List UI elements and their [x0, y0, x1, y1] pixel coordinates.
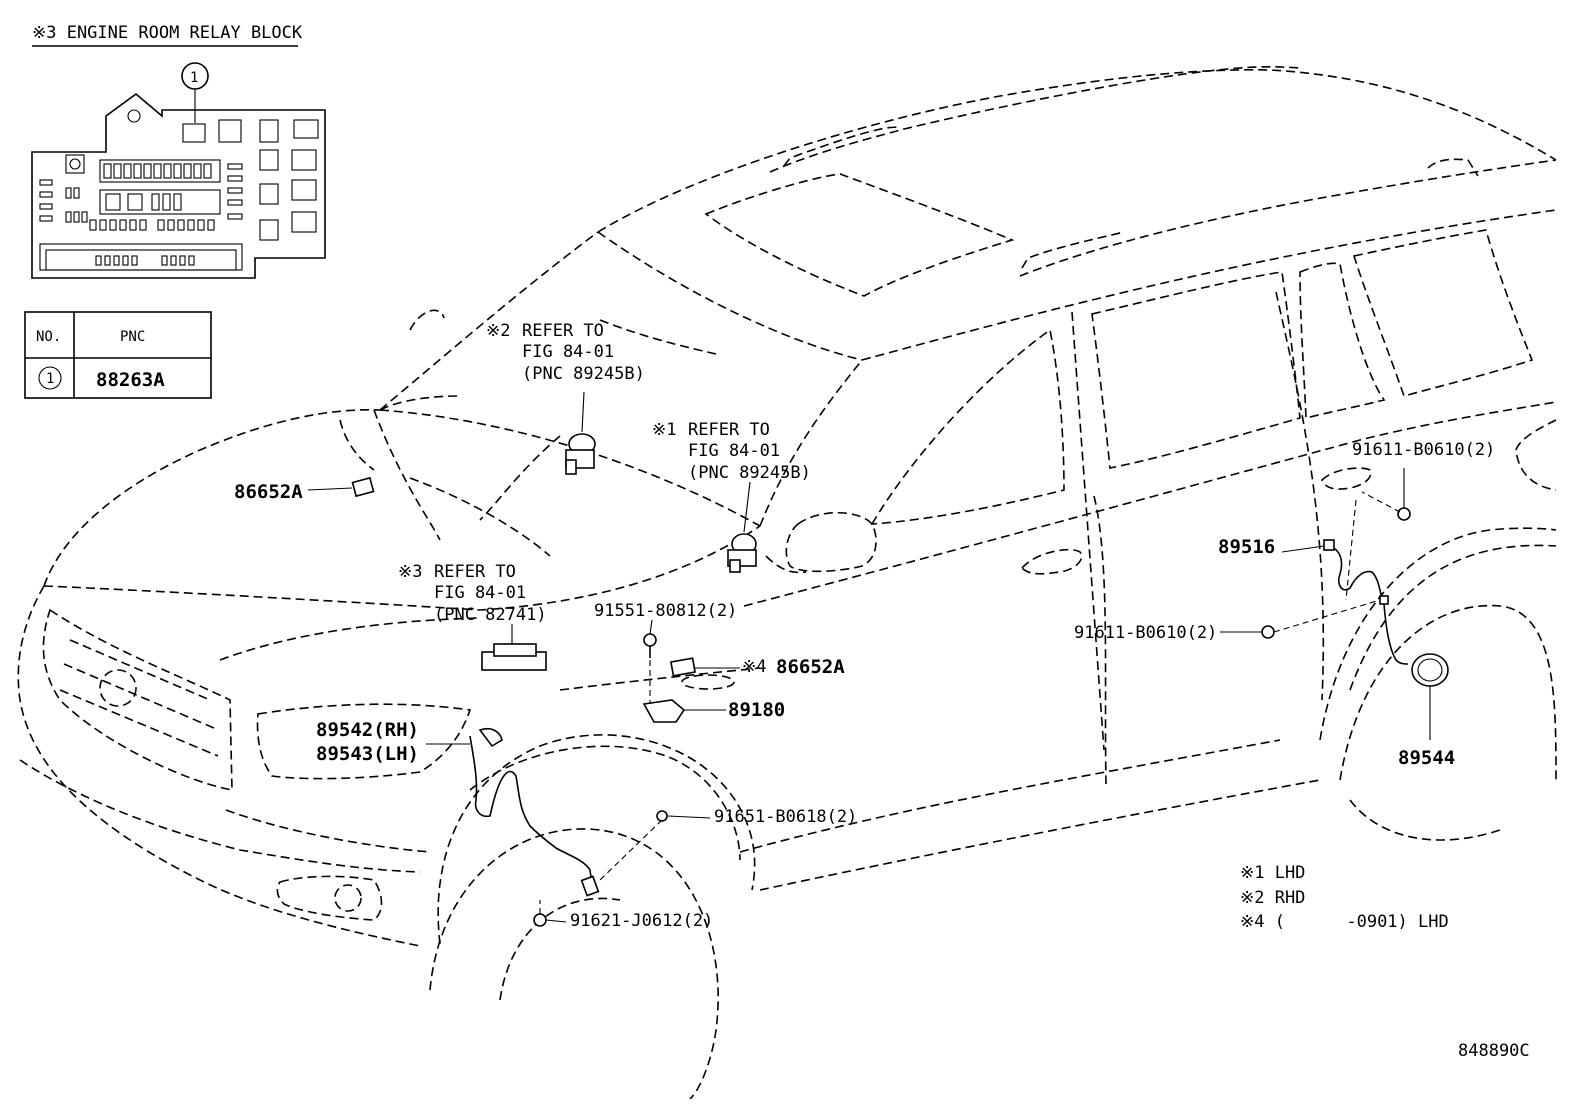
footnotes: ※1 LHD ※2 RHD ※4 ( -0901) LHD	[1240, 863, 1449, 932]
part-86652a-center-bracket[interactable]	[670, 657, 735, 690]
part-89544-rotor[interactable]	[1411, 653, 1449, 687]
note-range-lhd: ※4 ( -0901) LHD	[1240, 912, 1449, 932]
ref-rhd-line2: FIG 84-01	[522, 342, 614, 362]
relay-block-title: ※3 ENGINE ROOM RELAY BLOCK	[32, 23, 303, 43]
ref-relay-mark: ※3	[398, 562, 422, 582]
label-91651: 91651-B0618(2)	[714, 807, 857, 827]
label-91621: 91621-J0612(2)	[570, 911, 713, 931]
label-89544: 89544	[1398, 747, 1455, 769]
ref-relay-line1: REFER TO	[434, 562, 516, 582]
drawing-number: 848890C	[1458, 1041, 1530, 1061]
label-89543: 89543(LH)	[316, 743, 419, 765]
note-rhd: ※2 RHD	[1240, 888, 1305, 908]
part-91621-bolt[interactable]	[533, 913, 547, 927]
callout-labels: 86652A ※2 REFER TO FIG 84-01 (PNC 89245B…	[234, 321, 1495, 931]
part-82741-relay[interactable]	[481, 643, 547, 671]
pnc-table-row-pnc: 88263A	[96, 369, 165, 391]
label-89516: 89516	[1218, 536, 1275, 558]
label-86652a-center: 86652A	[776, 656, 845, 678]
pnc-table: NO. PNC 1 88263A	[24, 311, 212, 399]
label-89180: 89180	[728, 699, 785, 721]
relay-block-body	[31, 92, 326, 279]
pnc-table-header-no: NO.	[36, 329, 61, 345]
label-89542: 89542(RH)	[316, 719, 419, 741]
part-91611-bolt-upper[interactable]	[1397, 507, 1411, 521]
ref-block-lhd: ※1 REFER TO FIG 84-01 (PNC 89245B)	[652, 420, 811, 483]
note-lhd: ※1 LHD	[1240, 863, 1305, 883]
part-rear-speed-sensor-harness[interactable]	[1323, 539, 1409, 665]
label-86652a-center-mark: ※4	[742, 657, 766, 677]
part-yaw-sensor-lhd[interactable]	[727, 533, 757, 573]
part-91651-bolt[interactable]	[656, 810, 668, 822]
part-yaw-sensor-rhd[interactable]	[565, 433, 596, 475]
ref-lhd-line3: (PNC 89245B)	[688, 463, 811, 483]
label-91551: 91551-80812(2)	[594, 601, 737, 621]
part-86652a-left-bracket[interactable]	[351, 476, 375, 498]
part-front-speed-sensor-harness[interactable]	[469, 727, 600, 897]
relay-block-inset: ※3 ENGINE ROOM RELAY BLOCK 1	[31, 23, 326, 279]
pnc-table-row-no: 1	[46, 371, 54, 387]
ref-lhd-line1: REFER TO	[688, 420, 770, 440]
ref-relay-line3: (PNC 82741)	[434, 605, 547, 625]
ref-rhd-line1: REFER TO	[522, 321, 604, 341]
part-91611-bolt-lower[interactable]	[1261, 625, 1275, 639]
ref-rhd-mark: ※2	[486, 321, 510, 341]
ref-rhd-line3: (PNC 89245B)	[522, 364, 645, 384]
ref-block-relay: ※3 REFER TO FIG 84-01 (PNC 82741)	[398, 562, 547, 625]
label-91611-lower: 91611-B0610(2)	[1074, 623, 1217, 643]
ref-lhd-mark: ※1	[652, 420, 676, 440]
label-91611-upper: 91611-B0610(2)	[1352, 440, 1495, 460]
vehicle-outline	[17, 66, 1557, 1100]
label-86652a-left: 86652A	[234, 481, 303, 503]
part-89180-sensor[interactable]	[642, 699, 686, 723]
leader-lines	[307, 391, 1431, 923]
ref-relay-line2: FIG 84-01	[434, 583, 526, 603]
ref-block-rhd: ※2 REFER TO FIG 84-01 (PNC 89245B)	[486, 321, 645, 384]
relay-callout-number: 1	[190, 70, 198, 86]
pnc-table-header-pnc: PNC	[120, 329, 145, 345]
part-91551-bolt[interactable]	[643, 633, 657, 658]
ref-lhd-line2: FIG 84-01	[688, 441, 780, 461]
